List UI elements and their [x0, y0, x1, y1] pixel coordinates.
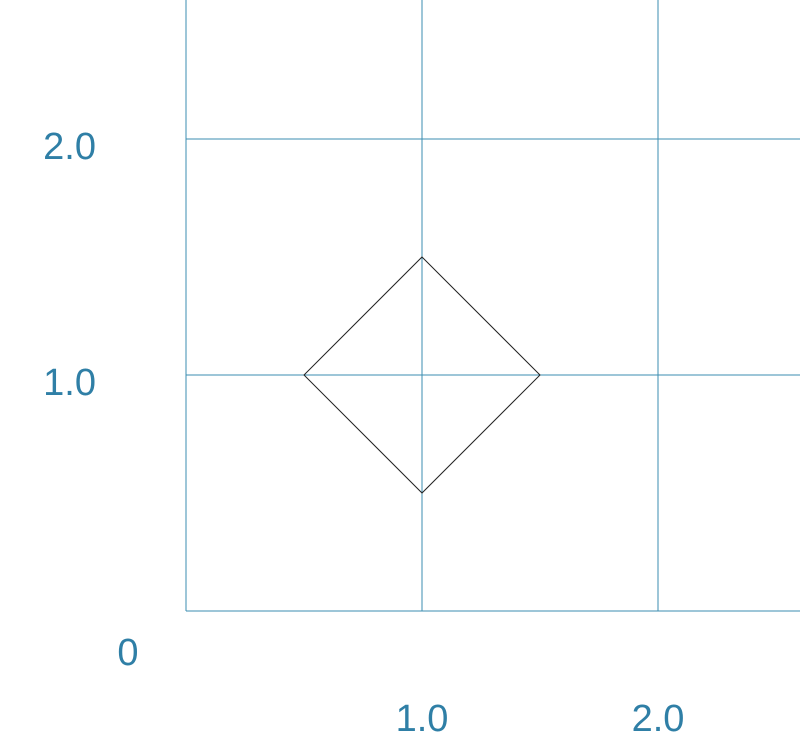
x-tick-label-1: 1.0	[396, 698, 449, 740]
x-tick-label-2: 2.0	[632, 698, 685, 740]
y-tick-label-1: 1.0	[43, 362, 96, 404]
y-tick-label-2: 2.0	[43, 126, 96, 168]
origin-label: 0	[117, 632, 138, 674]
grid	[185, 0, 800, 612]
diamond-shape	[303, 256, 541, 494]
tick-labels: 2.0 1.0 0 1.0 2.0	[43, 126, 684, 740]
